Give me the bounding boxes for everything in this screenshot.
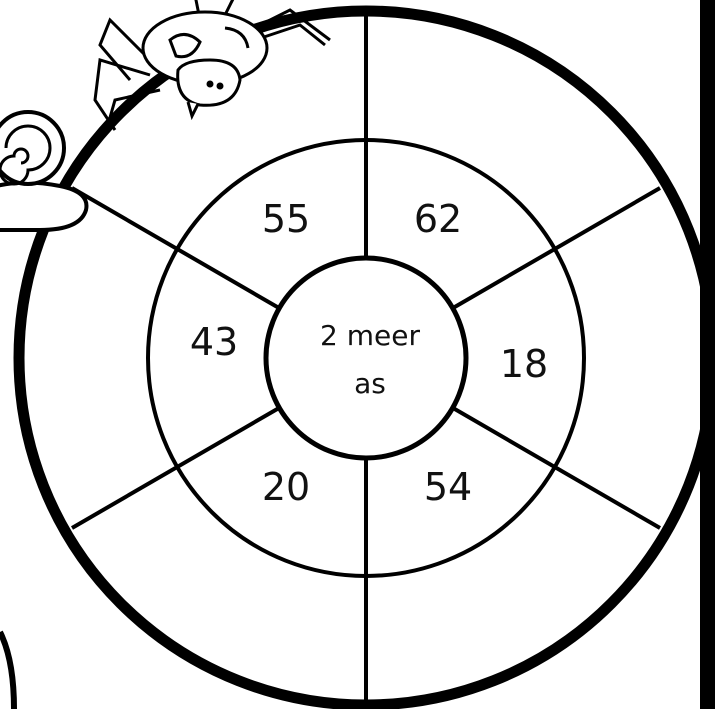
number-right: 18 xyxy=(500,342,548,386)
center-label-line2: as xyxy=(354,367,386,400)
number-bottom-right: 54 xyxy=(424,465,472,509)
partial-shape-bottom-left xyxy=(0,632,14,709)
center-label-line1: 2 meer xyxy=(320,319,420,352)
number-bottom-left: 20 xyxy=(262,465,310,509)
number-left: 43 xyxy=(190,320,238,364)
number-top-left: 55 xyxy=(262,197,310,241)
number-top-right: 62 xyxy=(414,197,462,241)
center-circle xyxy=(266,258,466,458)
